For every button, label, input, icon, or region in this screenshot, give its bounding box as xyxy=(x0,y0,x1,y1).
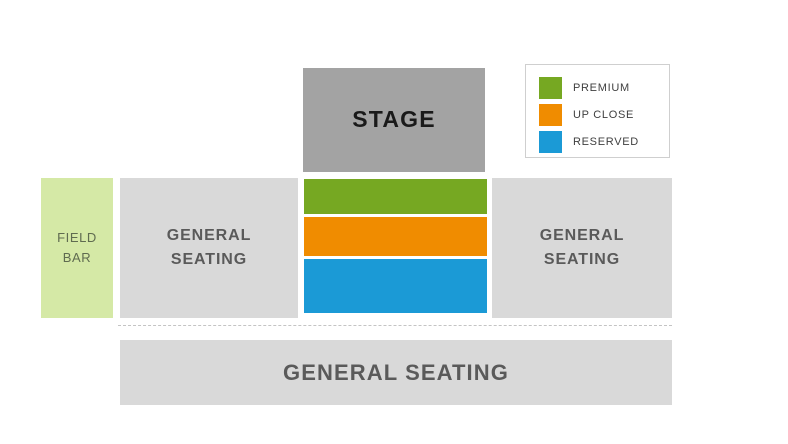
section-premium[interactable] xyxy=(304,179,487,214)
stage-label: STAGE xyxy=(352,106,436,133)
section-reserved[interactable] xyxy=(304,259,487,313)
legend-item-premium: PREMIUM xyxy=(539,76,669,100)
general-seating-right-label-line1: GENERAL xyxy=(539,227,625,244)
section-general-seating-right[interactable]: GENERAL SEATING xyxy=(492,178,672,318)
section-divider xyxy=(118,325,672,326)
field-bar-label: FIELD BAR xyxy=(57,228,97,268)
general-seating-bottom-label: GENERAL SEATING xyxy=(283,359,509,385)
legend: PREMIUM UP CLOSE RESERVED xyxy=(525,64,670,158)
legend-label-reserved: RESERVED xyxy=(573,136,639,148)
field-bar-label-line2: BAR xyxy=(62,250,92,265)
stage-block[interactable]: STAGE xyxy=(303,68,485,172)
general-seating-left-label-line1: GENERAL xyxy=(166,227,252,244)
legend-swatch-premium-icon xyxy=(539,77,562,99)
section-general-seating-left[interactable]: GENERAL SEATING xyxy=(120,178,298,318)
section-general-seating-bottom[interactable]: GENERAL SEATING xyxy=(120,340,672,405)
general-seating-left-label: GENERAL SEATING xyxy=(167,224,252,272)
section-up-close[interactable] xyxy=(304,217,487,256)
legend-label-premium: PREMIUM xyxy=(573,82,630,94)
legend-item-up-close: UP CLOSE xyxy=(539,103,669,127)
general-seating-right-label: GENERAL SEATING xyxy=(540,224,625,272)
legend-swatch-reserved-icon xyxy=(539,131,562,153)
legend-label-up-close: UP CLOSE xyxy=(573,109,635,121)
general-seating-right-label-line2: SEATING xyxy=(543,251,621,268)
field-bar-label-line1: FIELD xyxy=(57,229,97,245)
section-field-bar[interactable]: FIELD BAR xyxy=(41,178,113,318)
legend-swatch-up-close-icon xyxy=(539,104,562,126)
general-seating-left-label-line2: SEATING xyxy=(170,251,248,268)
legend-item-reserved: RESERVED xyxy=(539,130,669,154)
